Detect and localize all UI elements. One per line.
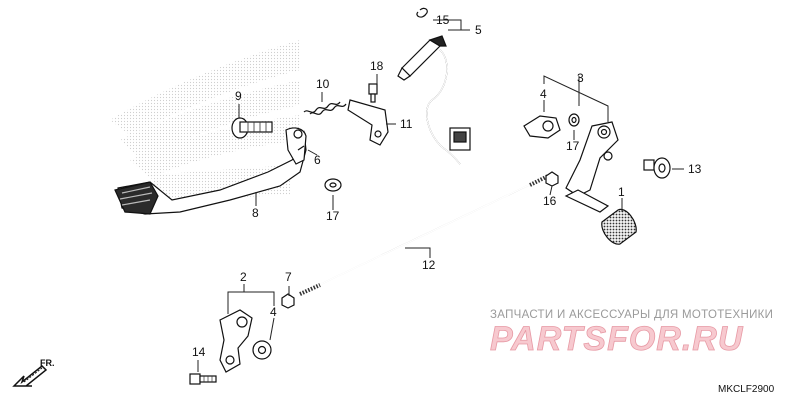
callout-5: 5 <box>475 23 482 37</box>
bolt-13 <box>643 157 671 179</box>
foot-peg-rubber <box>601 208 637 245</box>
callout-16: 16 <box>543 194 557 208</box>
callout-15: 15 <box>436 13 450 27</box>
gearshift-arm-upper <box>564 121 619 213</box>
brake-pedal <box>114 127 307 215</box>
ball-joint-upper <box>523 115 561 139</box>
callout-6: 6 <box>314 153 321 167</box>
bolt-18 <box>368 83 378 103</box>
bolt-14 <box>189 373 217 385</box>
watermark-tagline: ЗАПЧАСТИ И АКСЕССУАРЫ ДЛЯ МОТОТЕХНИКИ <box>490 309 773 321</box>
callout-4-lower: 4 <box>270 305 277 319</box>
callouts: 15 5 18 10 9 11 6 3 4 17 13 1 16 8 17 12… <box>192 13 702 359</box>
callout-11: 11 <box>400 117 413 131</box>
callout-1: 1 <box>618 185 625 199</box>
leader-lines <box>197 19 684 372</box>
switch-bracket <box>347 99 389 146</box>
callout-9: 9 <box>235 89 242 103</box>
stop-switch <box>397 35 471 165</box>
washer-right <box>568 113 580 127</box>
ball-joint-lower <box>252 340 272 360</box>
nut-7 <box>281 293 295 309</box>
pivot-bolt <box>231 117 273 139</box>
callout-4-upper: 4 <box>540 87 547 101</box>
washer-left <box>324 178 342 192</box>
callout-17-right: 17 <box>566 139 580 153</box>
callout-13: 13 <box>688 162 702 176</box>
callout-3: 3 <box>577 71 584 85</box>
diagram-code: MKCLF2900 <box>718 384 775 395</box>
cotter-pin <box>297 145 305 151</box>
callout-2: 2 <box>240 270 247 284</box>
spring-clip <box>416 7 428 18</box>
callout-14: 14 <box>192 345 206 359</box>
return-spring <box>303 101 347 115</box>
watermark-logo: PARTSFOR.RU <box>490 320 744 358</box>
gearshift-arm-lower <box>219 309 253 373</box>
callout-10: 10 <box>316 77 330 91</box>
callout-18: 18 <box>370 59 384 73</box>
callout-12: 12 <box>422 258 436 272</box>
nut-16 <box>545 171 559 187</box>
front-direction-arrow: FR. <box>12 358 55 387</box>
direction-label: FR. <box>40 358 55 368</box>
callout-17-left: 17 <box>326 209 340 223</box>
shift-rod <box>299 174 549 296</box>
partsfor-watermark: ЗАПЧАСТИ И АКСЕССУАРЫ ДЛЯ МОТОТЕХНИКИ PA… <box>490 309 773 358</box>
callout-8: 8 <box>252 206 259 220</box>
callout-7: 7 <box>285 270 292 284</box>
